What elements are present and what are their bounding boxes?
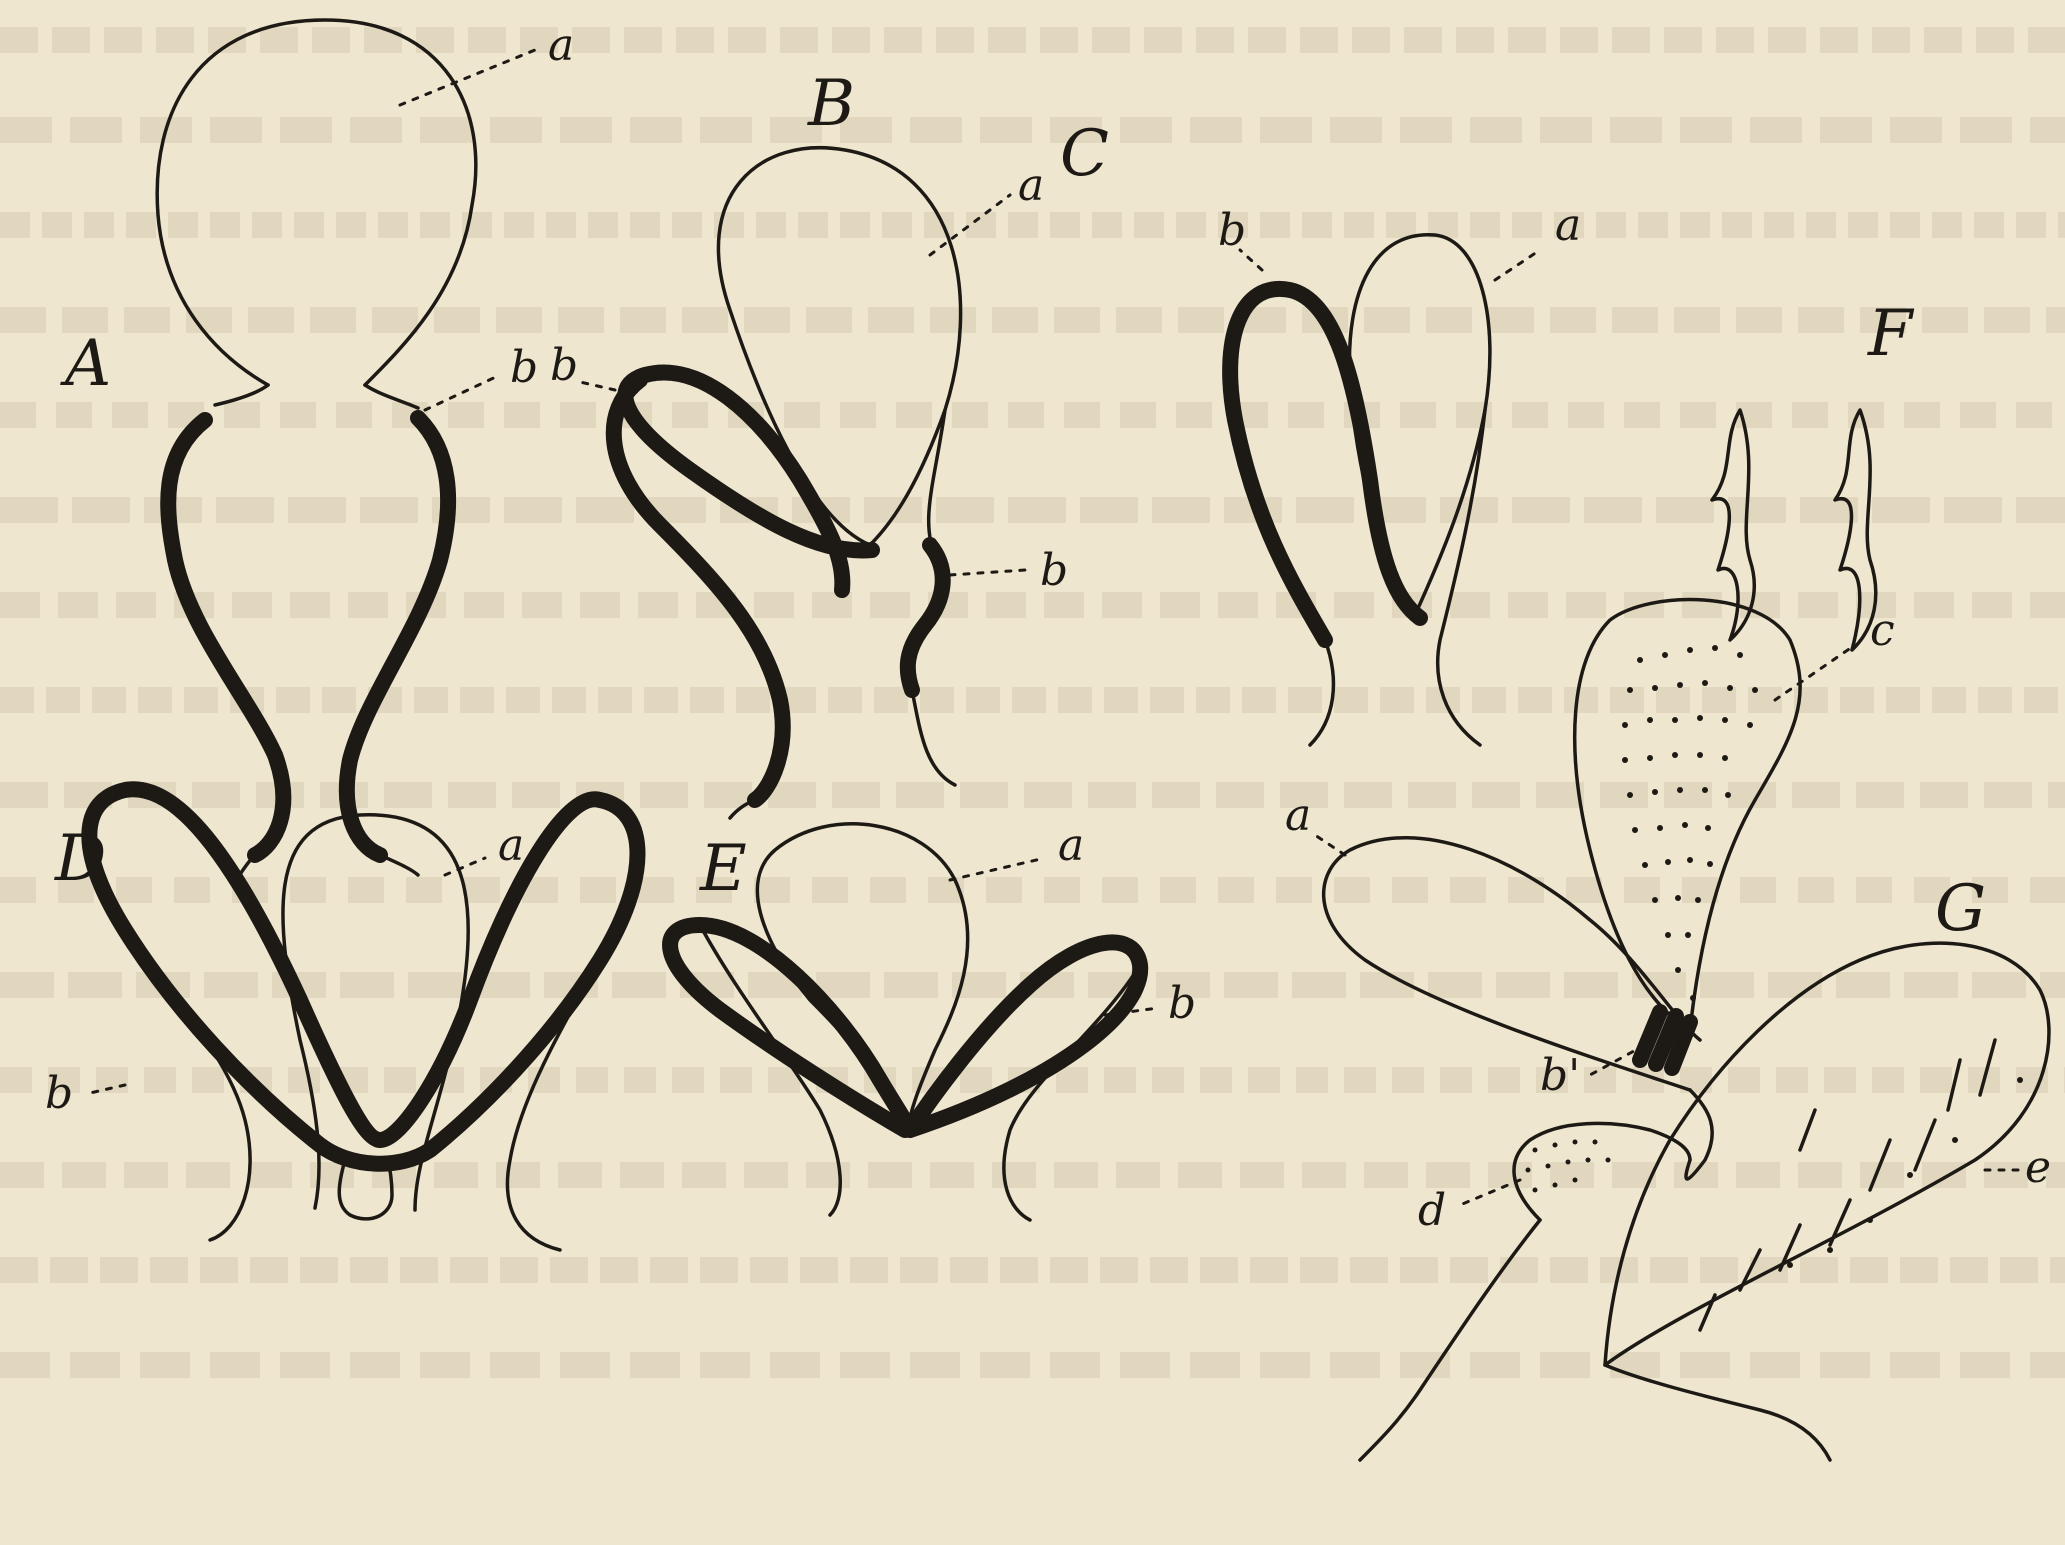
figure-a-neck-right xyxy=(365,385,418,408)
figure-b-letter: B xyxy=(807,67,855,141)
figure-b-leader-b-lower xyxy=(950,570,1025,575)
figure-a-label-b: b xyxy=(510,342,538,393)
figure-e-label-a: a xyxy=(1058,820,1084,871)
figure-b-label-a: a xyxy=(1018,160,1044,211)
figure-a: A a b xyxy=(60,20,574,882)
figure-b-leader-b-upper xyxy=(580,382,615,390)
figure-g-label-d: d xyxy=(1418,1185,1446,1236)
figure-e-letter: E xyxy=(699,832,747,906)
figure-g-base-left xyxy=(1360,1220,1540,1460)
figure-g-letter: G xyxy=(1935,872,1986,946)
figure-d-outer-right xyxy=(507,960,600,1250)
figure-e-label-b: b xyxy=(1168,978,1196,1029)
figure-g-lobe-d xyxy=(1514,1123,1690,1220)
figure-b-wall-loop xyxy=(625,373,872,590)
figure-d-label-a: a xyxy=(498,820,524,871)
figure-d-letter: D xyxy=(54,822,106,896)
figure-g-lobe-c xyxy=(1575,600,1800,1030)
figure-b-label-b-lower: b xyxy=(1040,545,1068,596)
figure-g-base-right xyxy=(1605,1365,1830,1460)
figure-g: G a c b' d e xyxy=(1285,600,2051,1460)
figure-b-stem-right-bulge xyxy=(908,545,943,690)
figure-g-label-a: a xyxy=(1285,790,1311,841)
figure-c-label-b: b xyxy=(1218,205,1246,256)
figure-b-label-b-upper: b xyxy=(550,340,578,391)
figure-a-letter: A xyxy=(60,327,111,401)
figure-c-wall-lobe xyxy=(1230,289,1420,640)
figure-g-label-c: c xyxy=(1870,605,1895,656)
figure-c-leader-a xyxy=(1495,250,1540,280)
figure-c-letter: C xyxy=(1060,117,1109,191)
figure-d-leader-a xyxy=(445,858,485,875)
bleedthrough-texture xyxy=(0,40,2065,1365)
figure-a-label-a: a xyxy=(548,20,574,71)
figure-e-leader-a xyxy=(950,858,1045,880)
figure-g-label-e: e xyxy=(2025,1142,2051,1193)
figure-f-letter: F xyxy=(1867,297,1915,371)
figure-d-label-b: b xyxy=(45,1068,73,1119)
figure-a-leader-a xyxy=(400,50,535,105)
figure-g-label-b-prime: b' xyxy=(1540,1050,1580,1101)
figure-c: C a b xyxy=(1060,117,1581,745)
figure-e-wall xyxy=(670,925,1140,1130)
figure-b-wall-outer xyxy=(614,380,783,800)
figure-c-label-a: a xyxy=(1555,200,1581,251)
figure-a-flare-right xyxy=(380,855,418,875)
figure-b-vesicle-outline xyxy=(718,148,960,545)
figure-g-leader-a xyxy=(1315,835,1345,855)
